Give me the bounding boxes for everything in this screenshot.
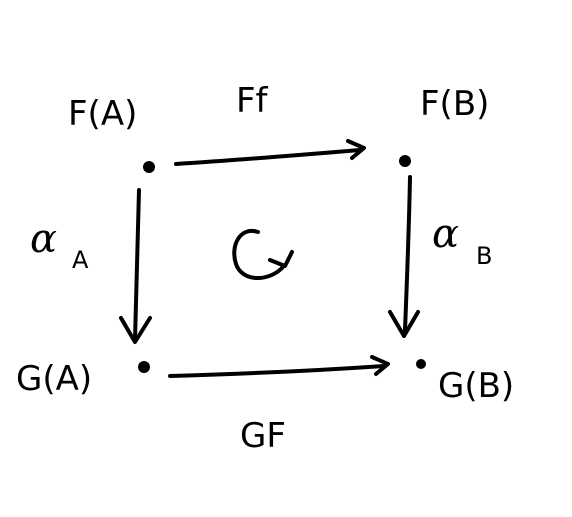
arrow-label-right-greek: α: [432, 211, 459, 257]
node-dot-gb: [416, 359, 426, 369]
arrow-label-bottom: GF: [240, 416, 286, 456]
arrow-label-left-greek: α: [30, 216, 57, 262]
commutes-loop-icon: [232, 228, 294, 281]
arrow-label-left-subscript: A: [72, 246, 89, 274]
node-dot-fb: [399, 155, 411, 167]
arrow-top: [174, 139, 366, 166]
arrow-right: [388, 175, 420, 338]
node-label-fa: F(A): [68, 94, 137, 134]
arrow-bottom: [168, 355, 390, 378]
node-label-ga: G(A): [16, 359, 92, 399]
node-dot-fa: [143, 161, 155, 173]
arrow-left: [119, 188, 152, 344]
node-label-gb: G(B): [438, 366, 514, 406]
node-dot-ga: [138, 361, 150, 373]
arrow-label-right-subscript: B: [476, 242, 492, 270]
arrow-label-top: Ff: [236, 81, 269, 121]
node-label-fb: F(B): [420, 84, 489, 124]
